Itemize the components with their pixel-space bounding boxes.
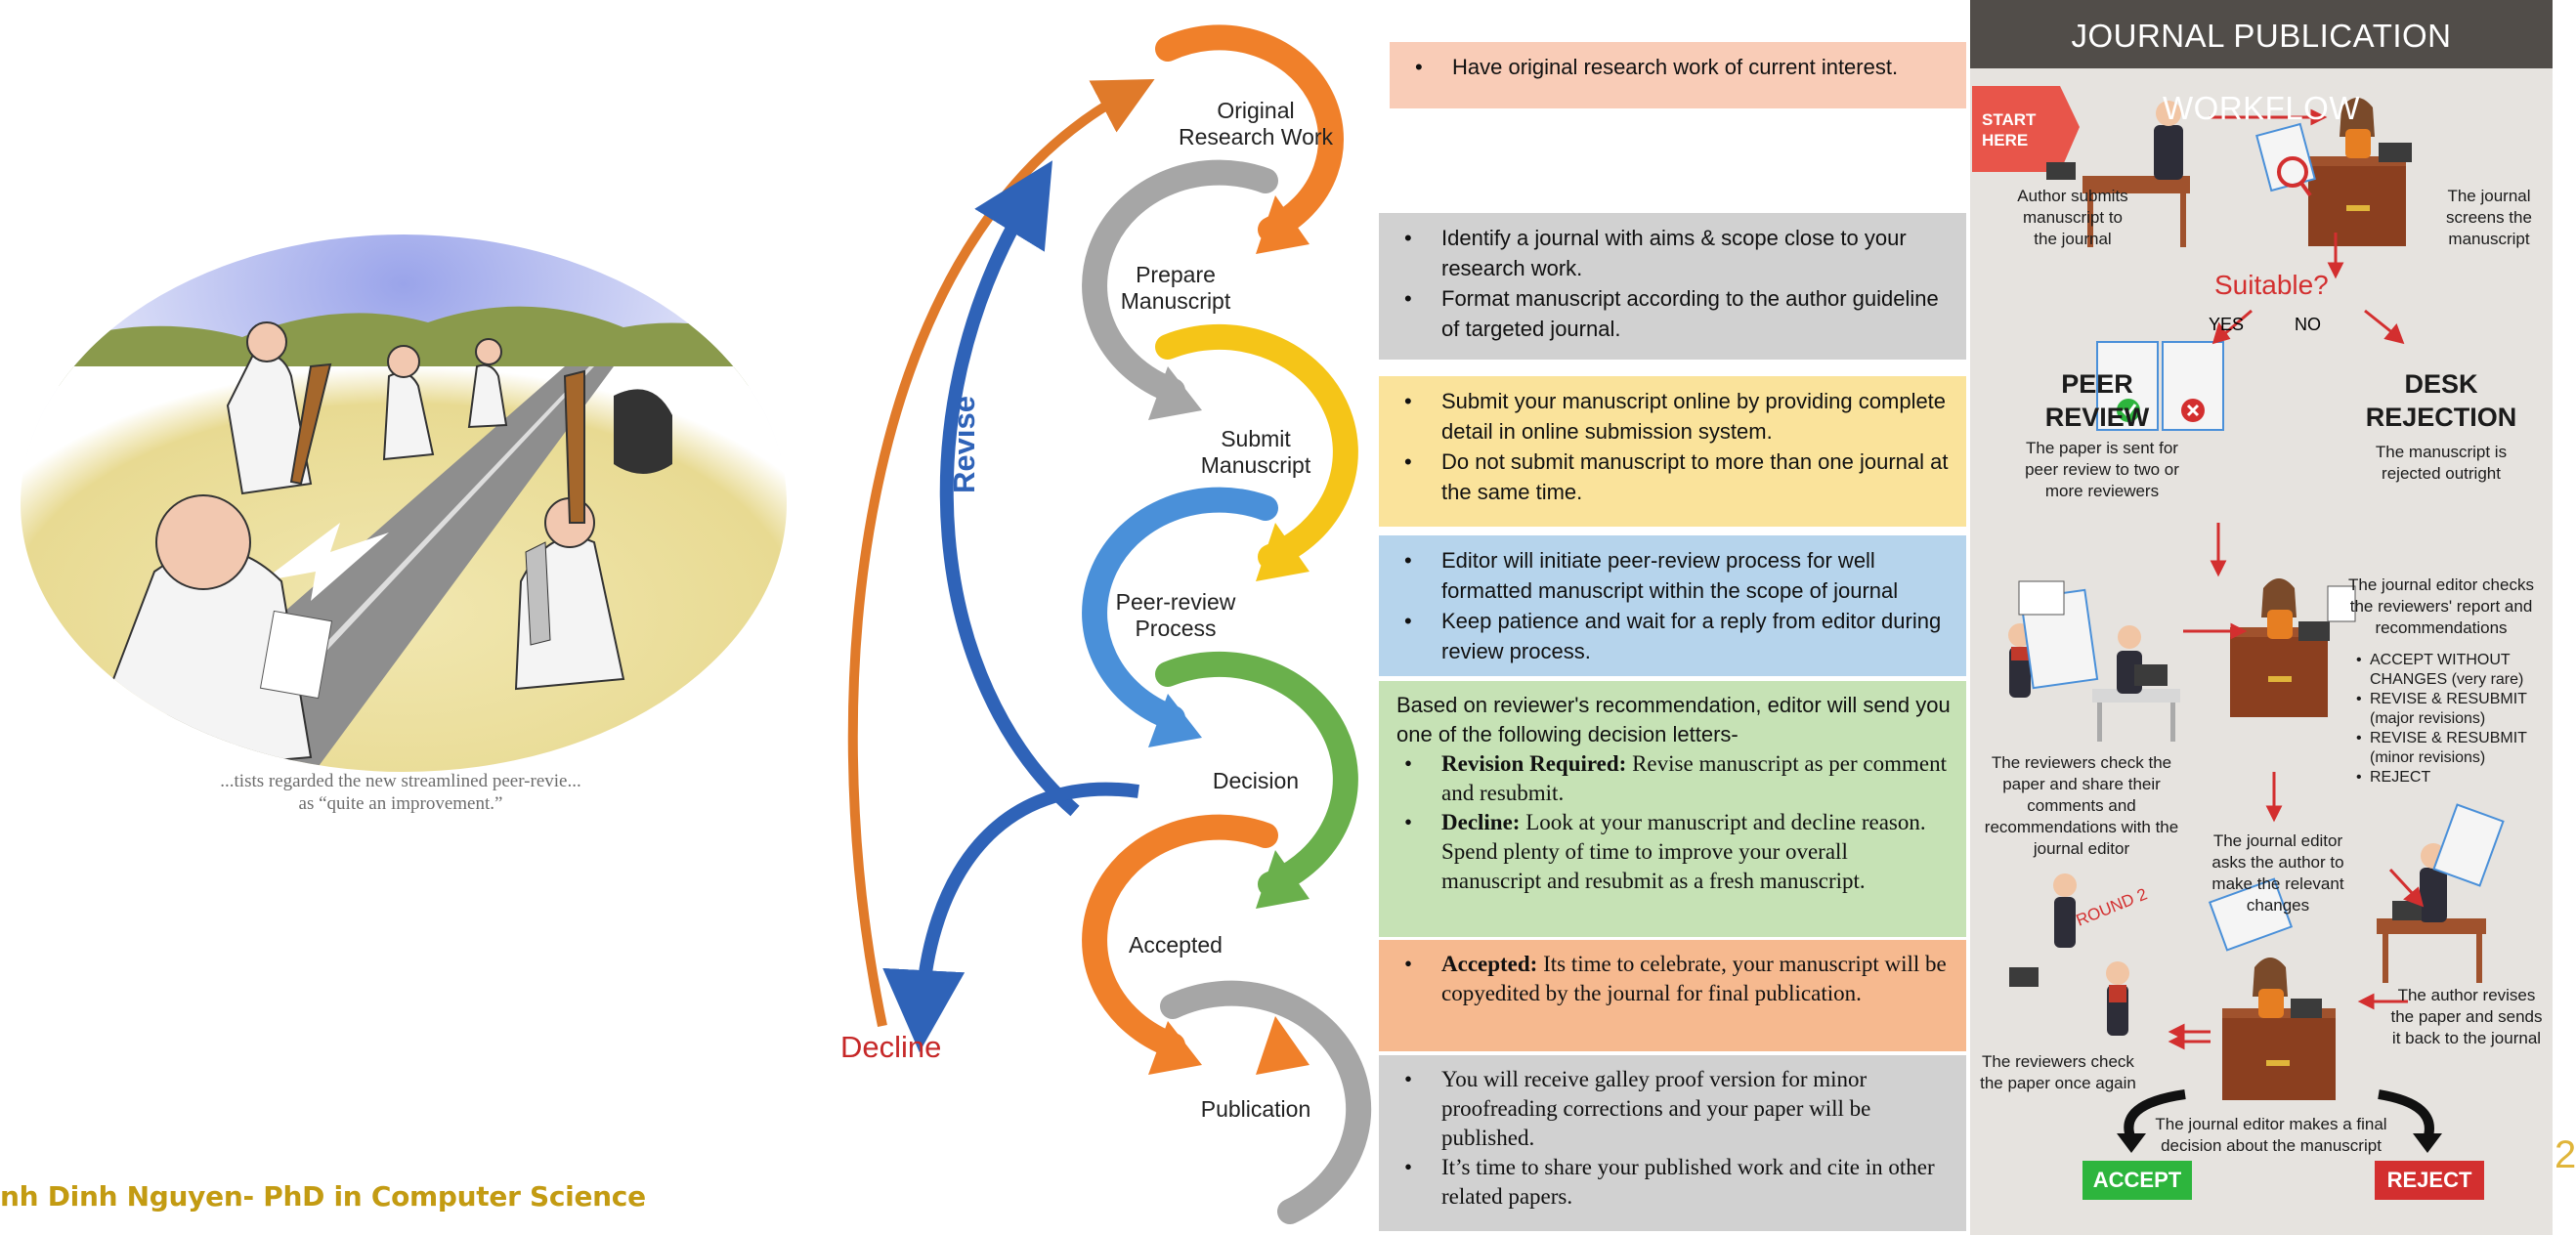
author-revises-text: The author revises the paper and sends i…	[2390, 986, 2543, 1047]
final-decision-arrows	[2124, 1089, 2434, 1141]
workflow-title: JOURNAL PUBLICATION WORKFLOW	[1970, 0, 2553, 126]
reviewers-check-text: The reviewers check the paper and share …	[1984, 753, 2179, 858]
cartoon-caption-line2: as “quite an improvement.”	[298, 793, 503, 814]
ring-accepted	[1082, 814, 1278, 1058]
people-icons	[2008, 98, 2447, 1036]
author-footer: nh Dinh Nguyen- PhD in Computer Science	[0, 1180, 646, 1213]
peer-review-heading: PEER REVIEW	[2044, 369, 2150, 432]
reject-badge: REJECT	[2375, 1161, 2484, 1200]
journal-screens-text: The journal screens the manuscript	[2446, 187, 2532, 248]
box-decision-intro: Based on reviewer's recommendation, edit…	[1396, 693, 1951, 746]
stage-publication: Publication	[1200, 1096, 1311, 1122]
box-submit-item: Do not submit manuscript to more than on…	[1396, 447, 1953, 507]
decision-item-text: Look at your manuscript and decline reas…	[1441, 810, 1926, 893]
box-prepare-item: Identify a journal with aims & scope clo…	[1396, 223, 1953, 283]
box-decision-item: Revision Required: Revise manuscript as …	[1396, 749, 1953, 808]
author-submits-text: Author submits manuscript to the journal	[2017, 187, 2128, 248]
decision-option: ACCEPT WITHOUT CHANGES (very rare)	[2356, 651, 2527, 690]
box-publication-item: You will receive galley proof version fo…	[1396, 1065, 1953, 1153]
ring-peer	[1082, 487, 1278, 731]
yes-label: YES	[2209, 315, 2245, 334]
stage-original-research: Original Research Work	[1178, 98, 1334, 149]
peer-review-desc: The paper is sent for peer review to two…	[2025, 439, 2179, 500]
desk-rejection-desc: The manuscript is rejected outright	[2375, 443, 2508, 483]
ring-submit	[1155, 323, 1358, 570]
stage-submit-manuscript: Submit Manuscript	[1200, 426, 1311, 478]
accepted-text: Its time to celebrate, your manuscript w…	[1441, 952, 1947, 1005]
box-accepted: Accepted: Its time to celebrate, your ma…	[1379, 940, 1966, 1051]
box-prepare-manuscript: Identify a journal with aims & scope clo…	[1379, 213, 1966, 360]
ring-publication	[1160, 980, 1372, 1224]
box-peer-item: Editor will initiate peer-review process…	[1396, 545, 1953, 606]
box-accepted-item: Accepted: Its time to celebrate, your ma…	[1396, 950, 1953, 1008]
accepted-title: Accepted:	[1441, 952, 1538, 976]
box-peer-review: Editor will initiate peer-review process…	[1379, 535, 1966, 676]
box-publication: You will receive galley proof version fo…	[1379, 1055, 1966, 1231]
decline-to-original-arrow	[847, 78, 1155, 1028]
journal-workflow-infographic: JOURNAL PUBLICATION WORKFLOW START HERE …	[1970, 0, 2553, 1235]
cartoon-caption-line1: ...tists regarded the new streamlined pe…	[220, 771, 581, 791]
decision-option: REVISE & RESUBMIT (minor revisions)	[2356, 729, 2527, 768]
editor-asks-text: The journal editor asks the author to ma…	[2211, 831, 2344, 915]
box-publication-item: It’s time to share your published work a…	[1396, 1153, 1953, 1212]
desk-rejection-heading: DESK REJECTION	[2365, 369, 2517, 432]
box-decision-item: Decline: Look at your manuscript and dec…	[1396, 808, 1953, 896]
decision-to-decline-arrow	[882, 782, 1139, 1052]
revise-label: Revise	[947, 396, 981, 493]
editor-checks-text: The journal editor checks the reviewers'…	[2348, 575, 2534, 637]
decision-item-text: Revise manuscript as per comment and res…	[1441, 751, 1948, 805]
box-original-item: Have original research work of current i…	[1407, 52, 1953, 82]
workflow-arrows	[2168, 108, 2425, 1050]
stage-prepare-manuscript: Prepare Manuscript	[1120, 262, 1231, 314]
final-decision-text: The journal editor makes a final decisio…	[2155, 1115, 2387, 1155]
start-here-label: START HERE	[1982, 110, 2037, 149]
stage-peer-review: Peer-review Process	[1115, 589, 1236, 641]
decision-item-title: Revision Required:	[1441, 751, 1627, 776]
accept-badge: ACCEPT	[2082, 1161, 2192, 1200]
box-decision: Based on reviewer's recommendation, edit…	[1379, 681, 1966, 937]
box-prepare-item: Format manuscript according to the autho…	[1396, 283, 1953, 344]
stage-accepted: Accepted	[1129, 932, 1223, 958]
ring-original	[1155, 24, 1344, 242]
workflow-illustrations	[1972, 86, 2505, 1153]
decision-option: REVISE & RESUBMIT (major revisions)	[2356, 690, 2527, 729]
decision-options-list: ACCEPT WITHOUT CHANGES (very rare) REVIS…	[2356, 651, 2527, 788]
cartoon-caption: ...tists regarded the new streamlined pe…	[39, 770, 762, 815]
decision-option: REJECT	[2356, 768, 2527, 788]
box-peer-item: Keep patience and wait for a reply from …	[1396, 606, 1953, 666]
page-number: 2	[2555, 1133, 2576, 1176]
peer-review-cartoon	[21, 234, 787, 772]
research-cycle-diagram	[847, 24, 1372, 1224]
box-original-research: Have original research work of current i…	[1390, 42, 1966, 108]
reviewers-again-text: The reviewers check the paper once again	[1980, 1052, 2136, 1092]
no-label: NO	[2295, 315, 2321, 334]
ring-prepare	[1082, 159, 1278, 404]
box-submit-item: Submit your manuscript online by providi…	[1396, 386, 1953, 447]
suitable-question: Suitable?	[2214, 270, 2329, 300]
box-submit-manuscript: Submit your manuscript online by providi…	[1379, 376, 1966, 527]
start-here-arrow-shape	[1972, 86, 2080, 172]
decline-label: Decline	[840, 1030, 942, 1064]
revise-arrow	[939, 160, 1080, 817]
stage-decision: Decision	[1212, 768, 1300, 793]
decision-item-title: Decline:	[1441, 810, 1521, 834]
document-icons	[2019, 122, 2505, 952]
ring-decision	[1155, 651, 1358, 897]
